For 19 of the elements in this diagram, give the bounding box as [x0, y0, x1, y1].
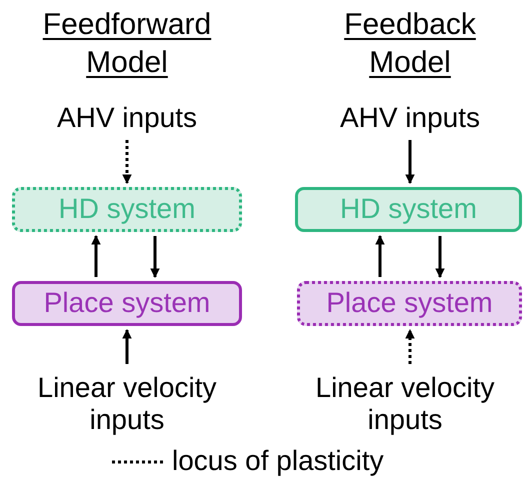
arrow [122, 140, 132, 184]
arrow [435, 236, 445, 278]
arrow [122, 329, 132, 364]
arrow [375, 235, 385, 277]
input-label: Linear velocity inputs [2, 368, 252, 440]
input-label: Linear velocity inputs [285, 368, 525, 440]
arrow [91, 235, 101, 277]
model-heading: Feedforward Model [42, 7, 212, 81]
hd-system-box: HD system [295, 187, 522, 232]
arrow [150, 236, 160, 278]
model-heading: Feedback Model [343, 7, 477, 81]
input-label: AHV inputs [27, 100, 227, 136]
legend-text: locus of plasticity [172, 444, 384, 478]
place-system-box: Place system [12, 281, 242, 326]
hd-system-box: HD system [12, 187, 242, 232]
arrow [405, 329, 415, 364]
arrow [405, 140, 415, 184]
input-label: AHV inputs [310, 100, 510, 136]
place-system-box: Place system [297, 281, 522, 326]
